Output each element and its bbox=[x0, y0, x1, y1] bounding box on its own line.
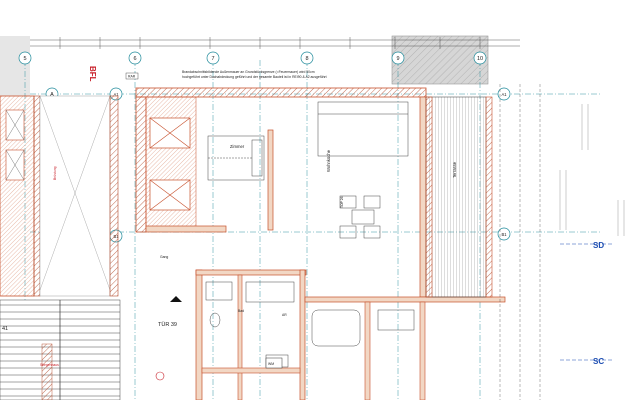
fire-wall-note-1: Brandabschnittsbildende Außenmauer an Gr… bbox=[182, 70, 315, 74]
grid-bubbles-top: 5 6 7 8 9 10 bbox=[18, 51, 487, 65]
bru-label: Brüstung bbox=[53, 166, 57, 180]
terrace bbox=[425, 96, 493, 298]
grid-bubble-a: A bbox=[50, 92, 54, 98]
door-41-label: 41 bbox=[2, 326, 8, 332]
kitchen-counter bbox=[317, 101, 409, 239]
stair-label: Stiegenhaus bbox=[40, 363, 59, 367]
room-label-terrasse: Terrasse bbox=[452, 161, 457, 178]
grid-bubble-10: 10 bbox=[477, 56, 483, 62]
grid-bubble-9: 9 bbox=[396, 56, 399, 62]
section-marker-sc: SC bbox=[560, 357, 612, 366]
lower-left-stair bbox=[0, 299, 121, 400]
grid-bubble-b1-right: B1 bbox=[501, 232, 507, 237]
section-sd-label: SD bbox=[593, 241, 604, 250]
top-dimension-chain bbox=[30, 37, 520, 49]
apartment-walls bbox=[135, 87, 506, 400]
fire-rating-marks: Stiegenhaus Brüstung bbox=[40, 166, 165, 381]
room-label-wohnkueche: Wohnküche bbox=[326, 149, 331, 172]
rar-label: RAR bbox=[128, 75, 136, 79]
grid-bubble-6: 6 bbox=[133, 56, 136, 62]
grid-bubble-5: 5 bbox=[23, 56, 26, 62]
top-label: TOP 26 bbox=[340, 196, 344, 208]
door-arrow-icon bbox=[170, 296, 182, 302]
grid-bubble-8: 8 bbox=[305, 56, 308, 62]
wm-label: WM bbox=[268, 362, 274, 366]
bath-fixtures bbox=[205, 281, 415, 368]
room-label-zimmer: Zimmer bbox=[230, 144, 245, 149]
room-label-bad: Bad bbox=[238, 309, 244, 313]
fire-wall-note-2: hochgeführt unter Dachabdeckung geführt … bbox=[182, 75, 327, 79]
grid-bubble-a1-right: A1 bbox=[501, 92, 507, 97]
grid-bubble-7: 7 bbox=[211, 56, 214, 62]
grid-bubble-a1-left: A1 bbox=[113, 92, 119, 97]
room-label-ar: AR bbox=[282, 313, 287, 317]
bed bbox=[207, 135, 265, 181]
door-39-label: TÜR 39 bbox=[158, 321, 177, 328]
room-label-gang: Gang bbox=[160, 255, 168, 259]
left-wing bbox=[0, 95, 119, 297]
section-sc-label: SC bbox=[593, 357, 604, 366]
bfl-label: BFL bbox=[88, 66, 97, 82]
section-marker-sd: SD bbox=[560, 241, 612, 250]
grid-bubbles-right: A1 B1 bbox=[497, 87, 511, 241]
